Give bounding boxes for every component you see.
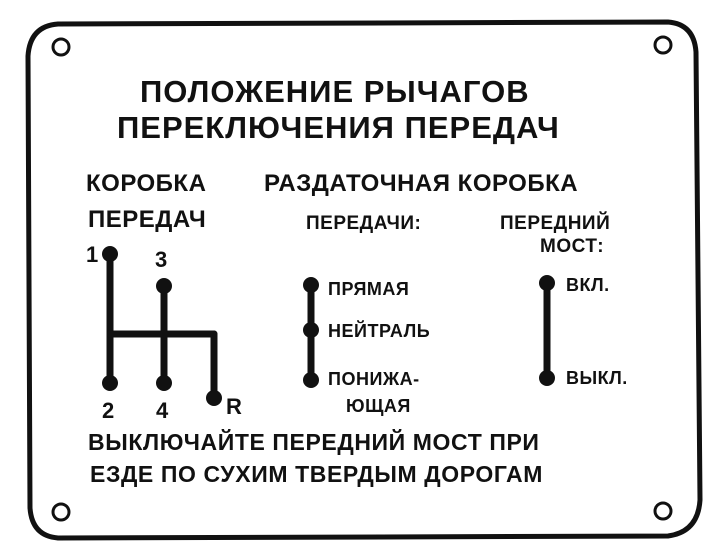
gear-3-dot — [156, 278, 172, 294]
transfer-neutral-label: НЕЙТРАЛЬ — [328, 321, 431, 341]
gear-1-dot — [102, 246, 118, 262]
transfer-case-heading: РАЗДАТОЧНАЯ КОРОБКА — [264, 170, 579, 197]
mounting-hole-top-right — [653, 35, 673, 55]
front-axle-on-dot — [539, 275, 555, 291]
transfer-gear-diagram — [303, 277, 319, 388]
gearbox-heading-line1: КОРОБКА — [86, 170, 207, 197]
gear-reverse-dot — [206, 390, 222, 406]
transfer-low-dot — [303, 372, 319, 388]
gear-4-dot — [156, 375, 172, 391]
gear-reverse-label: R — [226, 394, 243, 419]
gearbox-shift-diagram — [106, 250, 218, 402]
front-axle-off-dot — [539, 370, 555, 386]
transfer-direct-label: ПРЯМАЯ — [328, 279, 410, 299]
warning-line2: ЕЗДЕ ПО СУХИМ ТВЕРДЫМ ДОРОГАМ — [90, 461, 544, 487]
gearbox-shift-dots — [102, 246, 222, 406]
gear-4-label: 4 — [156, 398, 169, 423]
mounting-hole-bottom-left — [51, 502, 71, 522]
plate-border — [25, 19, 703, 541]
transfer-gears-label: ПЕРЕДАЧИ: — [306, 213, 422, 234]
mounting-hole-bottom-right — [653, 501, 673, 521]
gear-1-label: 1 — [86, 242, 99, 267]
mounting-hole-top-left — [51, 37, 71, 57]
transfer-direct-dot — [303, 277, 319, 293]
front-axle-off-label: ВЫКЛ. — [566, 368, 628, 388]
gear-3-label: 3 — [155, 247, 168, 272]
gearbox-heading-line2: ПЕРЕДАЧ — [88, 206, 207, 233]
gear-2-dot — [102, 375, 118, 391]
transfer-low-label-line1: ПОНИЖА- — [328, 369, 420, 389]
warning-line1: ВЫКЛЮЧАЙТЕ ПЕРЕДНИЙ МОСТ ПРИ — [88, 429, 540, 455]
front-axle-label-line2: МОСТ: — [540, 236, 605, 257]
front-axle-diagram — [539, 275, 555, 386]
front-axle-on-label: ВКЛ. — [566, 275, 610, 295]
plate-title-line2: ПЕРЕКЛЮЧЕНИЯ ПЕРЕДАЧ — [117, 110, 560, 145]
plate-title-line1: ПОЛОЖЕНИЕ РЫЧАГОВ — [140, 74, 530, 109]
transfer-neutral-dot — [303, 322, 319, 338]
transfer-low-label-line2: ЮЩАЯ — [346, 396, 411, 416]
front-axle-label-line1: ПЕРЕДНИЙ — [500, 213, 611, 234]
gear-2-label: 2 — [102, 398, 115, 423]
